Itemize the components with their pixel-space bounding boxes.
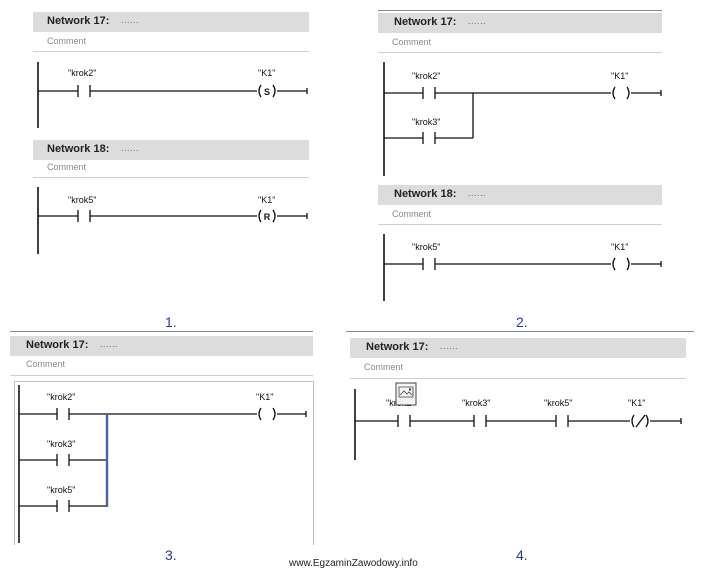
coil-label: "K1"	[611, 242, 629, 252]
footer-url: www.EgzaminZawodowy.info	[289, 558, 418, 569]
coil-label: "K1"	[258, 68, 276, 78]
divider	[10, 331, 313, 332]
coil-label: "K1"	[258, 195, 276, 205]
coil-reset-letter: R	[264, 212, 271, 222]
contact-label: "krok2"	[47, 392, 76, 402]
network-dots: ......	[468, 16, 487, 26]
network-dots: ......	[121, 143, 140, 153]
comment-field[interactable]: Comment	[26, 359, 66, 369]
network-title: Network 18:	[394, 188, 457, 200]
network-title: Network 17:	[394, 16, 457, 28]
coil-label: "K1"	[628, 398, 646, 408]
network-18-header-p1: Network 18: ......	[33, 140, 309, 160]
network-title: Network 18:	[47, 143, 110, 155]
contact-label: "krok5"	[68, 195, 97, 205]
network-dots: ......	[100, 339, 119, 349]
contact-label: "krok5"	[47, 485, 76, 495]
divider	[10, 375, 313, 376]
divider	[378, 10, 662, 11]
divider	[346, 331, 694, 332]
coil-label: "K1"	[611, 71, 629, 81]
network-dots: ......	[468, 188, 487, 198]
option-number: 4.	[516, 547, 528, 563]
comment-field[interactable]: Comment	[392, 37, 432, 47]
comment-field[interactable]: Comment	[47, 36, 87, 46]
option-number: 2.	[516, 314, 528, 330]
coil-set-letter: S	[264, 87, 270, 97]
coil-label: "K1"	[256, 392, 274, 402]
network-17-header-p1: Network 17: ......	[33, 12, 309, 32]
network-title: Network 17:	[366, 341, 429, 353]
divider	[378, 224, 662, 225]
option-number: 1.	[165, 314, 177, 330]
network-dots: ......	[440, 341, 459, 351]
network-18-header-p2: Network 18: ......	[378, 185, 662, 205]
network-17-header-p4: Network 17: ......	[350, 338, 686, 358]
comment-field[interactable]: Comment	[47, 162, 87, 172]
network-17-header-p2: Network 17: ......	[378, 13, 662, 33]
contact-label: "krok3"	[47, 439, 76, 449]
divider	[350, 378, 686, 379]
divider	[33, 177, 309, 178]
contact-label: "krok5"	[412, 242, 441, 252]
network-title: Network 17:	[47, 15, 110, 27]
divider	[33, 51, 309, 52]
contact-label: "krok2"	[412, 71, 441, 81]
comment-field[interactable]: Comment	[392, 209, 432, 219]
comment-field[interactable]: Comment	[364, 362, 404, 372]
network-frame	[14, 381, 314, 545]
contact-label: "krok5"	[544, 398, 573, 408]
option-number: 3.	[165, 547, 177, 563]
contact-label: "krok2"	[68, 68, 97, 78]
network-dots: ......	[121, 15, 140, 25]
network-17-header-p3: Network 17: ......	[10, 336, 313, 356]
contact-label: "krok3"	[462, 398, 491, 408]
contact-label: "krok3"	[412, 117, 441, 127]
divider	[378, 52, 662, 53]
network-title: Network 17:	[26, 339, 89, 351]
